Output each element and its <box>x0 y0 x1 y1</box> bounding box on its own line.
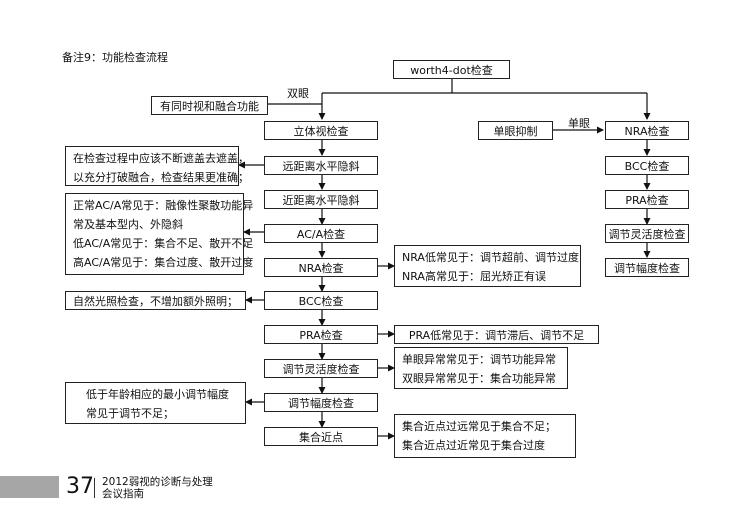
mono-amplitude-box: 调节幅度检查 <box>605 258 689 277</box>
amplitude-note-line: 常见于调节不足； <box>86 407 174 420</box>
npc-note: 集合近点过远常见于集合不足； 集合近点过近常见于集合过度 <box>394 414 576 458</box>
pra-box: PRA检查 <box>264 325 378 344</box>
bcc-note: 自然光照检查，不增加额外照明； <box>65 291 246 310</box>
bcc-box: BCC检查 <box>264 291 378 310</box>
facility-note-line: 双眼异常常见于：集合功能异常 <box>402 372 556 385</box>
mono-bcc-box: BCC检查 <box>605 156 689 175</box>
near-phoria-box: 近距离水平隐斜 <box>264 190 378 209</box>
aca-box: AC/A检查 <box>264 224 378 243</box>
footer-line-2: 会议指南 <box>102 488 144 500</box>
aca-note-line: 常及基本型内、外隐斜 <box>73 218 183 231</box>
facility-box: 调节灵活度检查 <box>264 359 378 378</box>
pra-note: PRA低常见于：调节滞后、调节不足 <box>394 325 599 344</box>
stereo-box: 立体视检查 <box>264 121 378 140</box>
nra-note-line: NRA低常见于：调节超前、调节过度 <box>402 251 579 264</box>
phoria-note-line: 以充分打破融合，检查结果更准确； <box>73 171 249 184</box>
mono-pra-box: PRA检查 <box>605 190 689 209</box>
aca-note-line: 高AC/A常见于：集合过度、散开过度 <box>73 256 254 269</box>
aca-note: 正常AC/A常见于：融像性聚散功能异 常及基本型内、外隐斜 低AC/A常见于：集… <box>65 193 254 275</box>
footer-bar <box>0 476 59 498</box>
mono-nra-box: NRA检查 <box>605 121 689 140</box>
footer-text: 2012弱视的诊断与处理 会议指南 <box>102 476 213 500</box>
worth4-dot-box: worth4-dot检查 <box>393 60 510 79</box>
facility-note: 单眼异常常见于：调节功能异常 双眼异常常见于：集合功能异常 <box>394 347 568 389</box>
page-number: 37 <box>66 474 94 499</box>
nra-note: NRA低常见于：调节超前、调节过度 NRA高常见于：屈光矫正有误 <box>394 245 581 287</box>
distance-phoria-box: 远距离水平隐斜 <box>264 156 378 175</box>
mono-suppression-box: 单眼抑制 <box>478 121 553 140</box>
aca-note-line: 低AC/A常见于：集合不足、散开不足 <box>73 237 254 250</box>
amplitude-box: 调节幅度检查 <box>264 393 378 412</box>
npc-box: 集合近点 <box>264 427 378 446</box>
binocular-label: 双眼 <box>287 87 309 100</box>
nra-note-line: NRA高常见于：屈光矫正有误 <box>402 270 546 283</box>
npc-note-line: 集合近点过近常见于集合过度 <box>402 439 545 452</box>
mono-facility-box: 调节灵活度检查 <box>605 224 689 243</box>
phoria-note: 在检查过程中应该不断遮盖去遮盖， 以充分打破融合，检查结果更准确； <box>65 146 249 186</box>
amplitude-note-line: 低于年龄相应的最小调节幅度 <box>86 388 229 401</box>
aca-note-line: 正常AC/A常见于：融像性聚散功能异 <box>73 199 254 212</box>
fusion-box: 有同时视和融合功能 <box>151 96 268 115</box>
nra-box: NRA检查 <box>264 258 378 277</box>
phoria-note-line: 在检查过程中应该不断遮盖去遮盖， <box>73 152 249 165</box>
npc-note-line: 集合近点过远常见于集合不足； <box>402 420 556 433</box>
note-title: 备注9：功能检查流程 <box>62 51 168 64</box>
amplitude-note: 低于年龄相应的最小调节幅度 常见于调节不足； <box>65 382 246 424</box>
footer-divider <box>94 478 95 498</box>
footer-line-1: 2012弱视的诊断与处理 <box>102 476 213 488</box>
monocular-label: 单眼 <box>568 117 590 130</box>
facility-note-line: 单眼异常常见于：调节功能异常 <box>402 353 556 366</box>
